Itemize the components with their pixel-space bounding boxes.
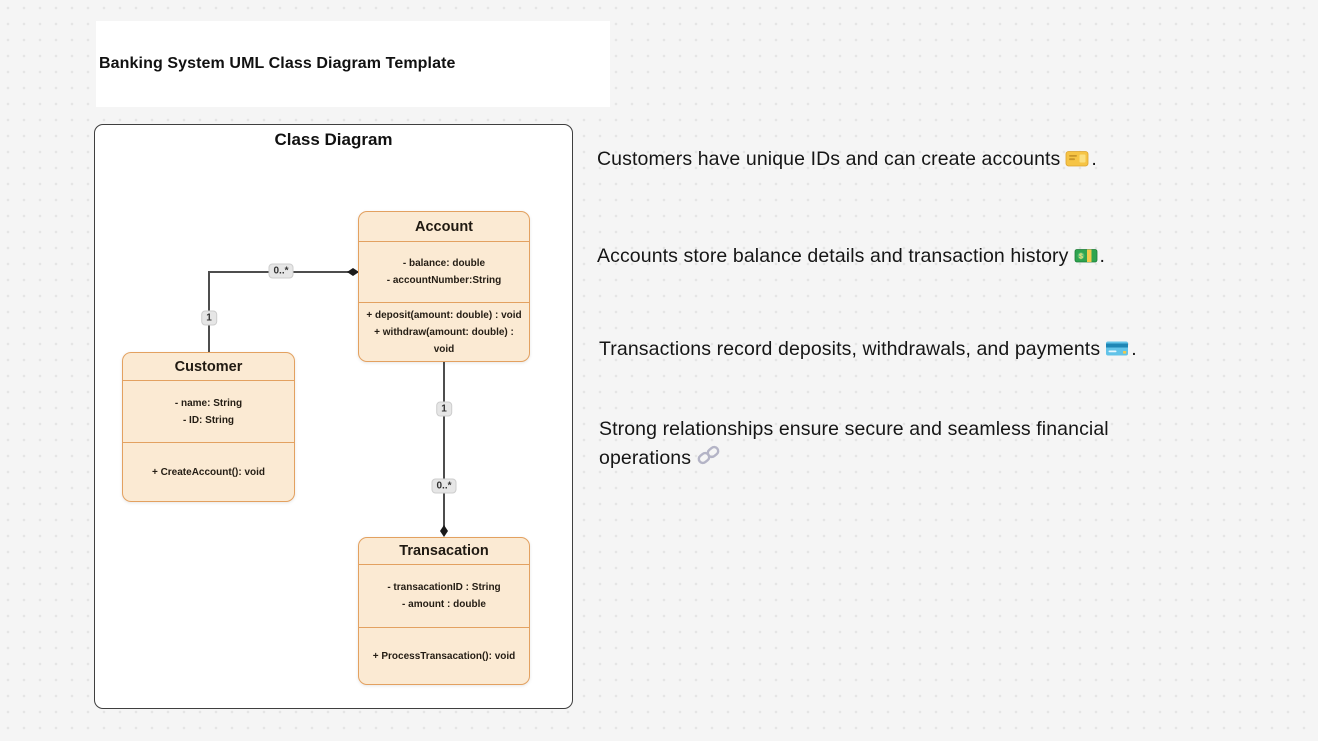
note-text: Accounts store balance details and trans… [597,245,1069,267]
composition-diamond-transaction-icon [440,525,448,537]
class-attributes: - balance: double - accountNumber:String [359,242,529,303]
uml-class-customer[interactable]: Customer - name: String - ID: String + C… [122,352,295,502]
class-attributes: - name: String - ID: String [123,381,294,443]
note-suffix: . [1091,148,1097,170]
class-name: Customer [123,353,294,381]
class-name: Transacation [359,538,529,565]
attribute: - amount : double [402,599,486,610]
attribute: - balance: double [402,258,486,269]
uml-class-account[interactable]: Account - balance: double - accountNumbe… [358,211,530,362]
attribute: - name: String [174,397,243,409]
connector-account-transaction [443,362,445,527]
note-transactions[interactable]: Transactions record deposits, withdrawal… [599,335,1137,364]
frame-title: Class Diagram [274,130,393,149]
class-methods: + ProcessTransacation(): void [359,628,529,684]
money-icon: $ [1074,249,1097,263]
uml-class-transaction[interactable]: Transacation - transacationID : String -… [358,537,530,685]
multiplicity-label: 0..* [431,478,457,494]
id-card-icon [1066,151,1089,167]
attribute: - transacationID : String [387,582,501,593]
page-title: Banking System UML Class Diagram Templat… [99,55,456,72]
note-text: Customers have unique IDs and can create… [597,148,1061,170]
note-text: Transactions record deposits, withdrawal… [599,338,1101,360]
svg-text:$: $ [1079,253,1083,260]
composition-diamond-account-icon [347,268,359,276]
credit-card-icon [1106,341,1129,356]
note-relationships[interactable]: Strong relationships ensure secure and s… [599,415,1159,472]
note-accounts[interactable]: Accounts store balance details and trans… [597,242,1105,271]
class-methods: + deposit(amount: double) : void + withd… [359,303,529,361]
note-suffix: . [1131,338,1137,360]
title-card[interactable]: Banking System UML Class Diagram Templat… [96,21,610,107]
class-attributes: - transacationID : String - amount : dou… [359,565,529,628]
multiplicity-label: 1 [436,401,452,417]
multiplicity-label: 0..* [268,263,294,279]
method: + deposit(amount: double) : void [366,309,522,321]
class-methods: + CreateAccount(): void [123,443,294,501]
method: + ProcessTransacation(): void [372,650,516,662]
multiplicity-label: 1 [201,310,217,326]
attribute: - accountNumber:String [386,275,502,286]
class-name: Account [359,212,529,242]
note-text: Strong relationships ensure secure and s… [599,418,1109,469]
note-suffix: . [1099,245,1106,267]
link-icon [697,445,720,464]
attribute: - ID: String [182,414,235,426]
method: + CreateAccount(): void [151,466,266,478]
note-customers[interactable]: Customers have unique IDs and can create… [597,145,1097,174]
method: + withdraw(amount: double) : void [374,326,514,355]
